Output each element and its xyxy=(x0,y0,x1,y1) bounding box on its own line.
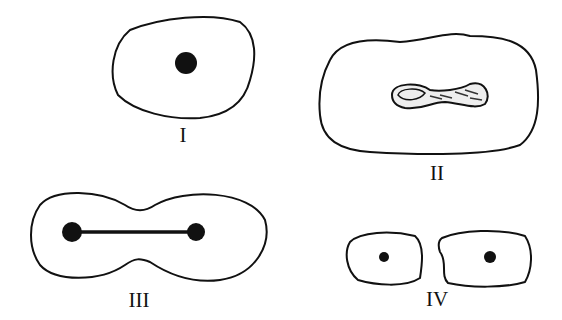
nucleus xyxy=(62,222,82,242)
nuclear-bridge xyxy=(72,230,196,234)
cell-outline xyxy=(113,17,255,118)
cell-outline xyxy=(319,34,538,154)
stage-label: II xyxy=(430,163,444,184)
cell-outline xyxy=(31,193,267,281)
nucleus xyxy=(187,223,205,241)
stage-label: IV xyxy=(426,289,448,310)
stage-label: I xyxy=(180,125,187,146)
nucleus xyxy=(484,251,496,263)
elongated-nucleus xyxy=(392,83,488,108)
stage-label: III xyxy=(129,290,150,311)
cell-outline xyxy=(439,231,531,287)
cell-outline xyxy=(347,233,422,285)
nucleus xyxy=(175,52,197,74)
nucleus xyxy=(379,252,389,262)
